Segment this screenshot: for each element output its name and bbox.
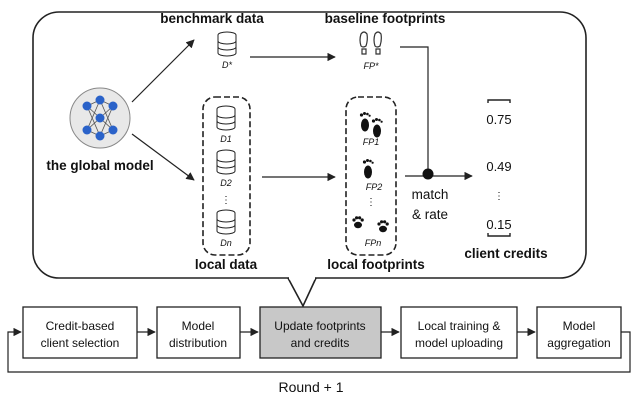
shoe-print-icon	[359, 31, 382, 55]
step-4-line1: Local training &	[418, 319, 501, 333]
step-5-line1: Model	[563, 319, 596, 333]
local-footprints-label: local footprints	[327, 257, 425, 272]
local-db-ellipsis: ⋮	[221, 195, 231, 206]
database-icon	[216, 149, 236, 175]
top-panel	[32, 11, 587, 279]
callout-pointer	[287, 277, 317, 308]
rate-label: & rate	[412, 207, 448, 222]
step-2-line1: Model	[182, 319, 215, 333]
benchmark-database-icon	[217, 31, 237, 57]
pipeline-step-local-training	[400, 306, 518, 359]
pipeline-step-update-footprints	[259, 306, 382, 359]
benchmark-db-label: D*	[222, 60, 232, 70]
database-icon	[216, 105, 236, 131]
baseline-footprints-label: baseline footprints	[325, 11, 446, 26]
pipeline-step-model-distribution	[156, 306, 241, 359]
baseline-to-match-line	[400, 46, 429, 171]
step-3-line2: and credits	[291, 336, 350, 350]
pipeline: Credit-based client selection Model dist…	[22, 306, 622, 359]
credits-bottom-bracket	[487, 233, 511, 237]
local-data-label: local data	[195, 257, 258, 272]
local-db-n-label: Dn	[220, 238, 232, 248]
local-footprints-box	[345, 96, 397, 256]
baseline-fp-label: FP*	[363, 61, 379, 71]
global-model-label: the global model	[46, 158, 153, 173]
step-5-line2: aggregation	[547, 336, 610, 350]
step-1-line1: Credit-based	[46, 319, 115, 333]
step-2-line2: distribution	[169, 336, 227, 350]
local-fp-1-label: FP1	[363, 137, 380, 147]
pipeline-arrows	[7, 327, 631, 373]
step-1-line2: client selection	[41, 336, 120, 350]
match-label: match	[412, 187, 449, 202]
local-db-2-label: D2	[220, 178, 232, 188]
step-4-line2: model uploading	[415, 336, 503, 350]
local-fp-ellipsis: ⋮	[366, 197, 376, 208]
local-data-box	[202, 96, 251, 256]
credit-value: 0.75	[486, 112, 511, 127]
match-node	[422, 168, 434, 180]
credit-value: 0.15	[486, 217, 511, 232]
model-fanout-arrows	[131, 39, 195, 181]
database-icon	[216, 209, 236, 235]
credit-value: 0.49	[486, 159, 511, 174]
credits-top-bracket	[487, 99, 511, 103]
round-label: Round + 1	[279, 379, 344, 395]
neural-network-icon	[69, 87, 131, 149]
step-3-line1: Update footprints	[274, 319, 365, 333]
credits-ellipsis: ⋮	[494, 191, 504, 202]
local-fp-2-label: FP2	[366, 182, 383, 192]
benchmark-data-label: benchmark data	[160, 11, 264, 26]
local-db-1-label: D1	[220, 134, 232, 144]
local-fp-n-label: FPn	[365, 238, 382, 248]
client-credits-label: client credits	[464, 246, 547, 261]
